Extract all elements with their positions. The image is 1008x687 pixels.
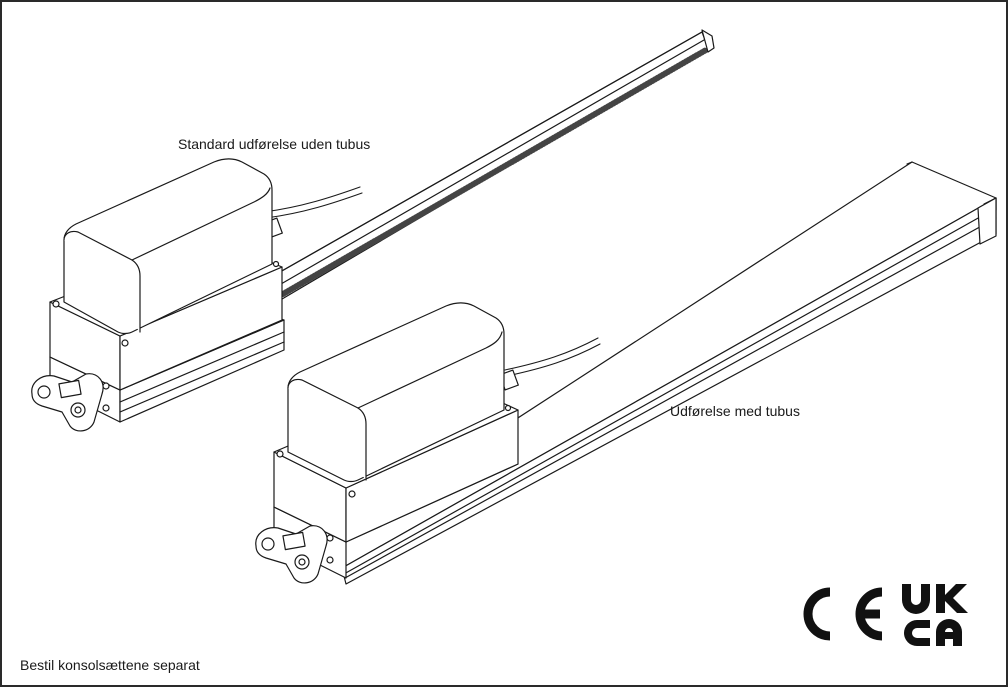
ukca-mark-icon [902,584,968,646]
actuator-with-tube [255,161,997,585]
actuator-standard [31,29,715,432]
footer-note: Bestil konsolsættene separat [20,657,200,673]
certification-marks [803,584,968,646]
label-standard-version: Standard udførelse uden tubus [178,136,371,152]
label-tube-version: Udførelse med tubus [670,403,800,419]
ce-mark-icon [803,587,883,641]
